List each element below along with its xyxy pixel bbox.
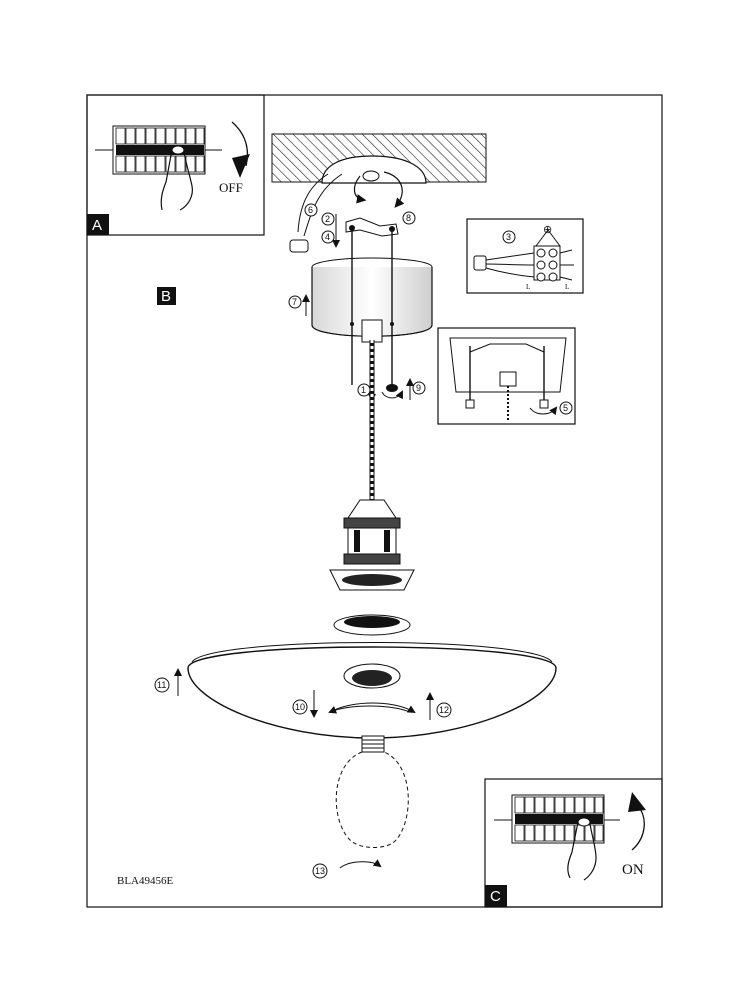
- step-marker: 3: [502, 230, 516, 244]
- step-marker: 8: [402, 211, 416, 225]
- svg-text:1: 1: [361, 385, 366, 395]
- panel-c-caption: ON: [622, 862, 644, 878]
- step-marker: 12: [436, 702, 452, 718]
- canopy-cover: [302, 230, 433, 385]
- panel-a: OFF A: [86, 94, 265, 236]
- svg-text:6: 6: [308, 205, 313, 215]
- svg-text:10: 10: [295, 702, 305, 712]
- step-markers: 1 2 3 4 5 6 7 8 9 10 11 12 13: [154, 203, 573, 879]
- svg-text:3: 3: [506, 232, 511, 242]
- panel-a-letter: A: [92, 217, 102, 234]
- step-marker: 2: [321, 212, 335, 226]
- hand-icon: [567, 821, 597, 881]
- wiring-detail: ⊕ L L: [466, 218, 584, 294]
- terminal-right-label: L: [565, 283, 569, 291]
- svg-text:9: 9: [416, 383, 421, 393]
- canopy-fixing-arrows: [368, 378, 414, 402]
- turn-off-arrow-icon: [231, 121, 249, 167]
- svg-text:2: 2: [325, 214, 330, 224]
- shade-ring: [333, 614, 411, 636]
- hand-icon: [160, 149, 193, 211]
- step-marker: 5: [559, 401, 573, 415]
- panel-a-badge: [87, 214, 109, 235]
- turn-on-arrow-icon: [631, 805, 645, 851]
- document-code: BLA49456E: [117, 875, 174, 887]
- step-marker: 6: [304, 203, 318, 217]
- ceiling-mount: [271, 133, 487, 253]
- panel-b-letter: B: [161, 288, 171, 305]
- svg-text:5: 5: [563, 403, 568, 413]
- step-marker: 7: [288, 295, 302, 309]
- panel-c: ON C: [484, 778, 663, 908]
- panel-a-caption: OFF: [219, 180, 243, 195]
- lamp-holder: [329, 499, 415, 591]
- svg-text:4: 4: [325, 232, 330, 242]
- svg-text:7: 7: [292, 297, 297, 307]
- mounting-detail: [437, 327, 576, 425]
- step-marker: 9: [412, 381, 426, 395]
- breaker-switch-icon: [494, 794, 620, 844]
- svg-text:13: 13: [315, 866, 325, 876]
- svg-text:11: 11: [157, 680, 166, 690]
- breaker-switch-icon: [95, 125, 222, 175]
- terminal-left-label: L: [526, 283, 530, 291]
- step-marker: 4: [321, 230, 335, 244]
- svg-text:8: 8: [406, 213, 411, 223]
- step-marker: 13: [312, 863, 328, 879]
- page-frame: [86, 94, 663, 908]
- lamp-shade: [174, 642, 557, 739]
- step-marker: 1: [357, 383, 371, 397]
- light-bulb: [335, 735, 409, 869]
- step-marker: 11: [154, 677, 170, 693]
- step-marker: 10: [292, 699, 308, 715]
- panel-c-letter: C: [490, 888, 501, 905]
- earth-symbol: ⊕: [543, 224, 552, 236]
- panel-c-badge: [485, 885, 507, 907]
- panel-b-badge: [157, 287, 176, 305]
- svg-text:12: 12: [439, 705, 449, 715]
